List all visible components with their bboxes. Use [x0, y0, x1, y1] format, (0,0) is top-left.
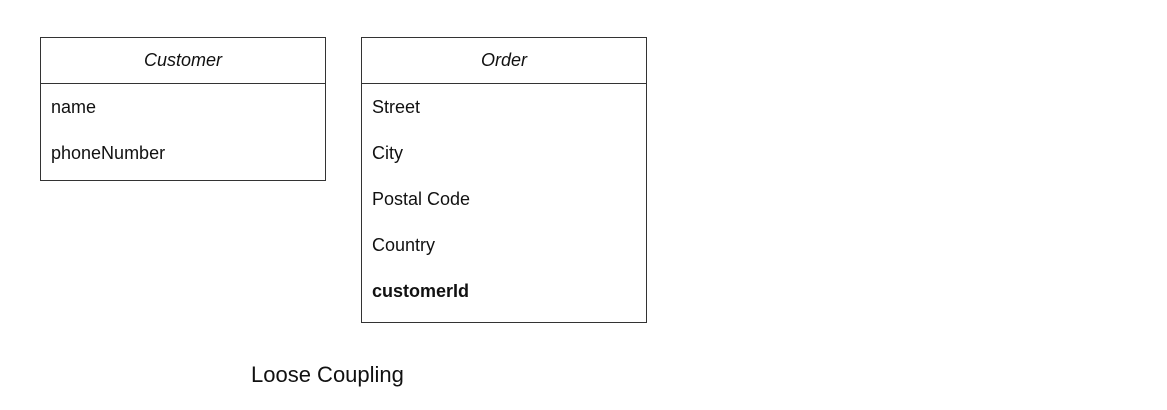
order-attribute-list: Street City Postal Code Country customer… [362, 84, 646, 314]
order-class-title: Order [362, 38, 646, 84]
order-attr-country: Country [372, 235, 436, 255]
customer-class-box: Customer name phoneNumber [40, 37, 326, 181]
customer-attr-phone-number: phoneNumber [51, 143, 166, 163]
customer-attr-name: name [51, 97, 97, 117]
customer-attribute-list: name phoneNumber [41, 84, 325, 176]
customer-class-title: Customer [41, 38, 325, 84]
order-attr-street: Street [372, 97, 421, 117]
order-attr-postal-code: Postal Code [372, 189, 471, 209]
order-class-box: Order Street City Postal Code Country cu… [361, 37, 647, 323]
diagram-caption: Loose Coupling [251, 362, 404, 387]
order-attr-city: City [372, 143, 403, 163]
order-attr-customer-id: customerId [372, 281, 470, 301]
